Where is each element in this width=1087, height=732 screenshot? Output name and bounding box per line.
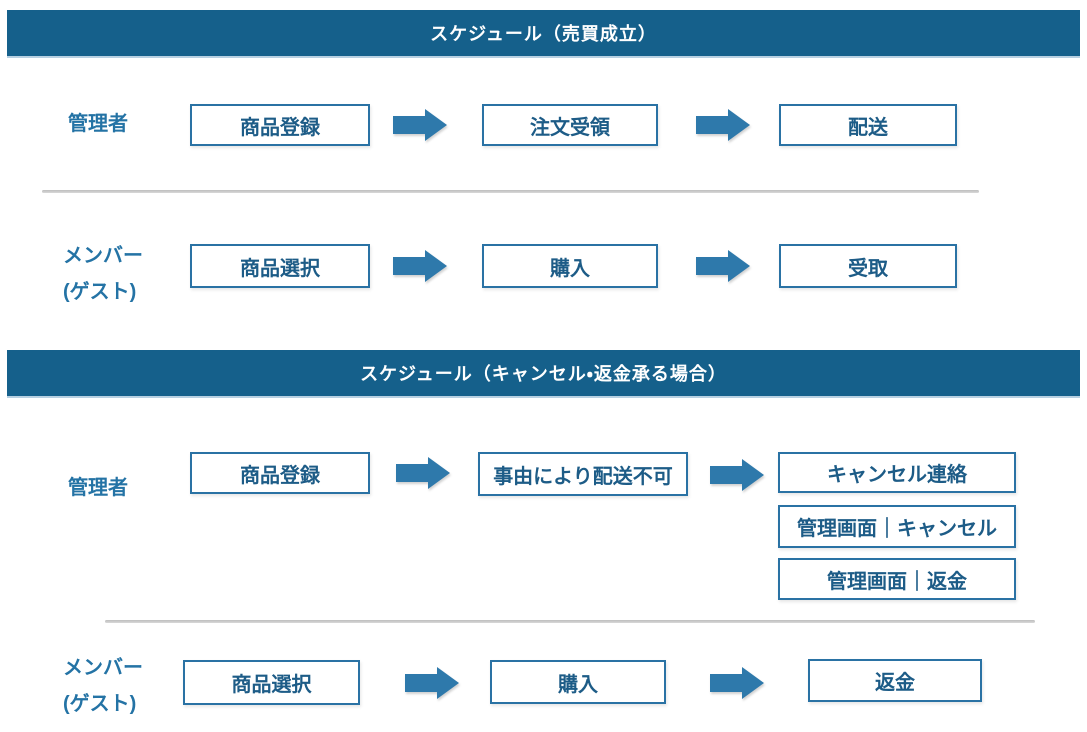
step-box-receive: 受取 bbox=[779, 244, 957, 288]
step-box-undeliverable: 事由により配送不可 bbox=[478, 452, 688, 496]
section-1-title: スケジュール（売買成立） bbox=[430, 24, 657, 44]
section-1-header: スケジュール（売買成立） bbox=[7, 10, 1080, 58]
section-2-header: スケジュール（キャンセル・返金承る場合） bbox=[7, 350, 1080, 398]
row-label-member-2: メンバー (ゲスト) bbox=[63, 650, 143, 722]
section-2-title: スケジュール（キャンセル・返金承る場合） bbox=[360, 364, 727, 384]
row-divider bbox=[105, 620, 1035, 623]
step-box-order-receipt: 注文受領 bbox=[482, 104, 658, 146]
arrow-right-icon bbox=[405, 666, 459, 700]
arrow-right-icon bbox=[710, 458, 764, 492]
arrow-right-icon bbox=[393, 108, 447, 142]
step-box-cancel-contact: キャンセル連絡 bbox=[778, 452, 1016, 493]
arrow-right-icon bbox=[710, 666, 764, 700]
arrow-right-icon bbox=[696, 108, 750, 142]
step-box-refund: 返金 bbox=[808, 659, 982, 702]
step-box-product-selection: 商品選択 bbox=[190, 244, 370, 288]
row-divider bbox=[42, 190, 979, 193]
arrow-right-icon bbox=[696, 249, 750, 283]
step-box-product-registration: 商品登録 bbox=[190, 452, 370, 494]
step-box-admin-refund: 管理画面｜返金 bbox=[778, 558, 1016, 600]
row-label-line: (ゲスト) bbox=[63, 281, 137, 303]
row-label-line: メンバー bbox=[63, 657, 143, 679]
row-label-line: (ゲスト) bbox=[63, 693, 137, 715]
arrow-right-icon bbox=[393, 249, 447, 283]
arrow-right-icon bbox=[396, 456, 450, 490]
step-box-purchase: 購入 bbox=[490, 660, 666, 704]
step-box-product-registration: 商品登録 bbox=[190, 104, 370, 146]
row-label-admin-1: 管理者 bbox=[68, 106, 128, 142]
row-label-admin-2: 管理者 bbox=[68, 470, 128, 506]
step-box-admin-cancel: 管理画面｜キャンセル bbox=[778, 505, 1016, 548]
row-label-line: 管理者 bbox=[68, 477, 128, 499]
row-label-line: 管理者 bbox=[68, 113, 128, 135]
step-box-delivery: 配送 bbox=[779, 104, 957, 146]
row-label-line: メンバー bbox=[63, 245, 143, 267]
step-box-purchase: 購入 bbox=[482, 244, 658, 288]
step-box-product-selection: 商品選択 bbox=[183, 660, 360, 705]
row-label-member-1: メンバー (ゲスト) bbox=[63, 238, 143, 310]
